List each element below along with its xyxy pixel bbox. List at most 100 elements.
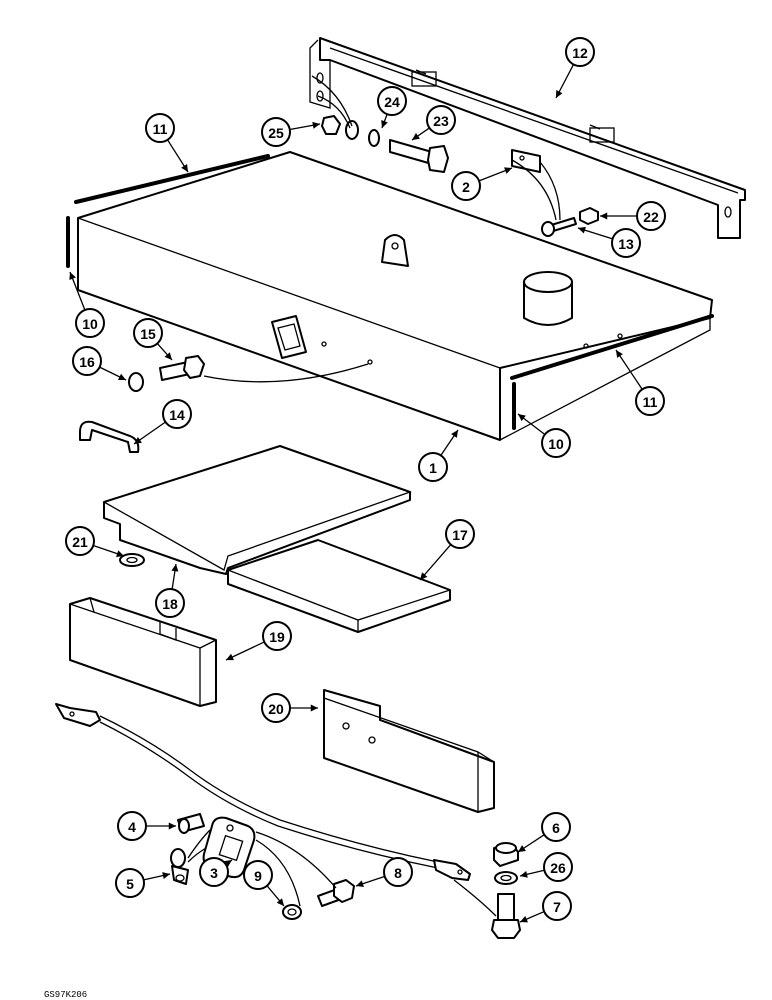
callout-5: 5 bbox=[115, 868, 145, 898]
callout-circle bbox=[72, 346, 102, 376]
callout-arrowhead-17 bbox=[420, 572, 428, 580]
callout-arrowhead-16 bbox=[118, 373, 126, 380]
callout-arrowhead-11 bbox=[616, 350, 623, 358]
callout-label: 11 bbox=[153, 121, 168, 137]
callout-circle bbox=[155, 588, 185, 618]
bolt-set-top bbox=[321, 115, 449, 173]
callout-circle bbox=[543, 852, 573, 882]
callout-21: 21 bbox=[65, 526, 95, 556]
callout-1: 1 bbox=[418, 452, 448, 482]
callout-circle bbox=[262, 621, 292, 651]
callout-label: 24 bbox=[384, 94, 400, 110]
callout-label: 9 bbox=[254, 868, 262, 884]
callout-arrowhead-4 bbox=[168, 822, 176, 830]
seal-strips bbox=[66, 154, 714, 430]
bolt-set-bottom bbox=[282, 879, 355, 920]
callout-arrowhead-20 bbox=[310, 704, 318, 712]
bolt-set-side bbox=[128, 355, 369, 392]
callout-8: 8 bbox=[383, 857, 413, 887]
callout-2: 2 bbox=[451, 171, 481, 201]
callout-arrowhead-5 bbox=[162, 872, 170, 879]
washer-21 bbox=[119, 553, 145, 567]
callout-arrowhead-21 bbox=[116, 550, 124, 557]
stud-4 bbox=[177, 813, 205, 834]
callout-circle bbox=[115, 868, 145, 898]
callout-arrowhead-9 bbox=[276, 898, 284, 906]
callout-circle bbox=[261, 117, 291, 147]
callout-arrowhead-11 bbox=[181, 164, 188, 172]
callout-circle bbox=[199, 857, 229, 887]
callout-10: 10 bbox=[75, 308, 105, 338]
callout-leader-11 bbox=[615, 349, 643, 390]
handle bbox=[79, 420, 140, 453]
callout-label: 5 bbox=[126, 876, 134, 892]
callout-arrowhead-26 bbox=[520, 870, 528, 878]
drawing-code: GS97K206 bbox=[44, 990, 88, 1000]
callout-arrowhead-12 bbox=[556, 90, 563, 98]
callout-label: 26 bbox=[550, 860, 566, 876]
callout-13: 13 bbox=[611, 228, 641, 258]
callout-leader-layer bbox=[69, 64, 643, 923]
callout-arrowhead-8 bbox=[356, 880, 364, 888]
callout-label: 17 bbox=[452, 527, 468, 543]
callout-circle bbox=[65, 526, 95, 556]
fastener-set-right bbox=[491, 842, 521, 939]
callout-arrowhead-22 bbox=[600, 212, 608, 220]
callout-10: 10 bbox=[541, 428, 571, 458]
assembly-leaders bbox=[187, 75, 561, 917]
callout-circle bbox=[75, 308, 105, 338]
callout-label: 2 bbox=[462, 179, 470, 195]
callout-arrowhead-23 bbox=[412, 133, 420, 140]
callout-23: 23 bbox=[426, 105, 456, 135]
eye-bolt-5 bbox=[170, 848, 189, 885]
callout-15: 15 bbox=[133, 318, 163, 348]
callout-circle bbox=[383, 857, 413, 887]
callout-arrowhead-13 bbox=[578, 226, 586, 234]
callout-arrowhead-1 bbox=[451, 430, 458, 438]
callout-18: 18 bbox=[155, 588, 185, 618]
callout-label: 3 bbox=[210, 865, 218, 881]
callout-circle bbox=[451, 171, 481, 201]
callout-circle bbox=[418, 452, 448, 482]
callout-label: 4 bbox=[128, 819, 136, 835]
callout-label: 7 bbox=[553, 899, 561, 915]
callout-circle bbox=[541, 812, 571, 842]
callout-label: 23 bbox=[433, 113, 449, 129]
callout-label: 20 bbox=[268, 701, 284, 717]
callout-circle bbox=[133, 318, 163, 348]
callout-circle bbox=[445, 519, 475, 549]
callout-arrowhead-14 bbox=[134, 437, 142, 444]
callout-12: 12 bbox=[565, 37, 595, 67]
callout-label: 15 bbox=[140, 326, 156, 342]
callout-circle bbox=[611, 228, 641, 258]
callout-circle bbox=[243, 860, 273, 890]
callout-arrowhead-10 bbox=[518, 414, 526, 422]
callout-circle bbox=[565, 37, 595, 67]
callout-22: 22 bbox=[636, 201, 666, 231]
block-19 bbox=[69, 597, 217, 707]
callout-3: 3 bbox=[199, 857, 229, 887]
callout-label: 19 bbox=[269, 629, 285, 645]
callout-arrowhead-15 bbox=[164, 352, 172, 360]
callout-label: 21 bbox=[72, 534, 88, 550]
callout-14: 14 bbox=[162, 399, 192, 429]
callout-arrowhead-10 bbox=[69, 272, 76, 280]
callout-7: 7 bbox=[542, 891, 572, 921]
callout-arrowhead-24 bbox=[381, 120, 388, 128]
callout-arrowhead-2 bbox=[504, 167, 512, 174]
ground-cable bbox=[55, 703, 471, 881]
callout-leader-17 bbox=[419, 544, 452, 581]
callout-label: 16 bbox=[79, 354, 95, 370]
callout-24: 24 bbox=[377, 86, 407, 116]
callout-arrowhead-3 bbox=[224, 860, 232, 867]
callout-26: 26 bbox=[543, 852, 573, 882]
callout-9: 9 bbox=[243, 860, 273, 890]
callout-label: 6 bbox=[552, 820, 560, 836]
callout-17: 17 bbox=[445, 519, 475, 549]
callout-circle bbox=[426, 105, 456, 135]
callout-arrowhead-6 bbox=[518, 845, 526, 852]
main-cover bbox=[77, 151, 713, 441]
callout-6: 6 bbox=[541, 812, 571, 842]
callout-label: 13 bbox=[618, 236, 634, 252]
